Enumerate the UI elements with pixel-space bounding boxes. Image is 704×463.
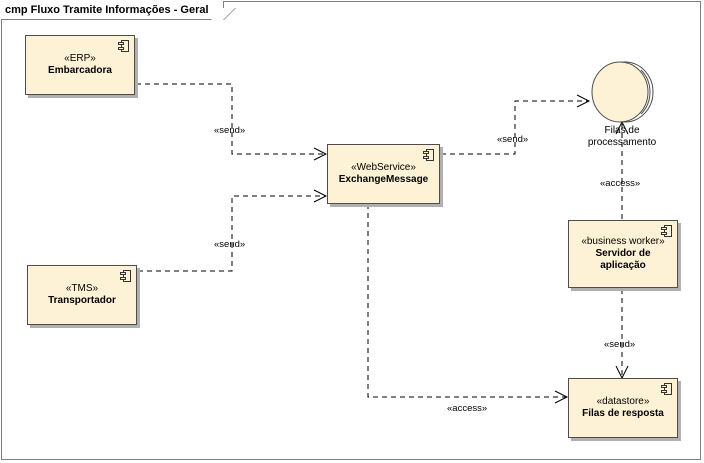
stereotype-erp: «ERP» (64, 53, 96, 64)
arrowhead-transportador-exchange (313, 189, 328, 203)
component-name-servidor-line1: Servidor de (595, 248, 651, 259)
stereotype-webservice: «WebService» (351, 162, 416, 173)
stereotype-tms: «TMS» (65, 283, 99, 294)
label-access-exchange-filas: «access» (447, 403, 487, 414)
component-icon (661, 225, 672, 237)
arrowhead-exchange-filas (554, 390, 569, 404)
label-send-servidor-filas: «send» (604, 339, 635, 350)
component-icon (118, 40, 129, 52)
component-icon (120, 270, 131, 282)
component-filas-resposta[interactable]: «datastore» Filas de resposta (568, 378, 678, 438)
component-embarcadora[interactable]: «ERP» Embarcadora (25, 35, 135, 95)
queue-label-line2: processamento (587, 137, 657, 148)
component-name-transportador: Transportador (48, 295, 116, 306)
component-name-embarcadora: Embarcadora (48, 65, 112, 76)
queue-label: Filas de processamento (572, 125, 672, 149)
component-icon (661, 383, 672, 395)
component-name-filas-resposta: Filas de resposta (582, 408, 664, 419)
component-servidor-aplicacao[interactable]: «business worker» Servidor de aplicação (568, 220, 678, 288)
edge-exchange-filas (367, 204, 566, 398)
label-send-transportador: «send» (214, 239, 245, 250)
queue-filas-processamento[interactable] (591, 61, 654, 123)
queue-rim (640, 69, 651, 115)
label-send-exchange-queue: «send» (497, 134, 528, 145)
component-name-exchangemessage: ExchangeMessage (338, 174, 429, 185)
arrowhead-embarcadora-exchange (313, 147, 328, 161)
edge-transportador-exchange (138, 195, 325, 272)
queue-label-line1: Filas de (604, 125, 640, 136)
edge-embarcadora-exchange (136, 83, 325, 155)
component-transportador[interactable]: «TMS» Transportador (27, 265, 137, 325)
component-exchangemessage[interactable]: «WebService» ExchangeMessage (327, 144, 440, 204)
label-send-embarcadora: «send» (214, 125, 245, 136)
edge-exchange-queue (441, 100, 588, 155)
stereotype-datastore: «datastore» (596, 396, 650, 407)
component-icon (423, 149, 434, 161)
component-name-servidor-line2: aplicação (600, 260, 646, 271)
label-access-servidor-queue: «access» (600, 178, 640, 189)
stereotype-business-worker: «business worker» (581, 236, 665, 247)
arrowhead-exchange-queue (576, 94, 591, 108)
diagram-title: cmp Fluxo Tramite Informações - Geral (1, 1, 224, 20)
